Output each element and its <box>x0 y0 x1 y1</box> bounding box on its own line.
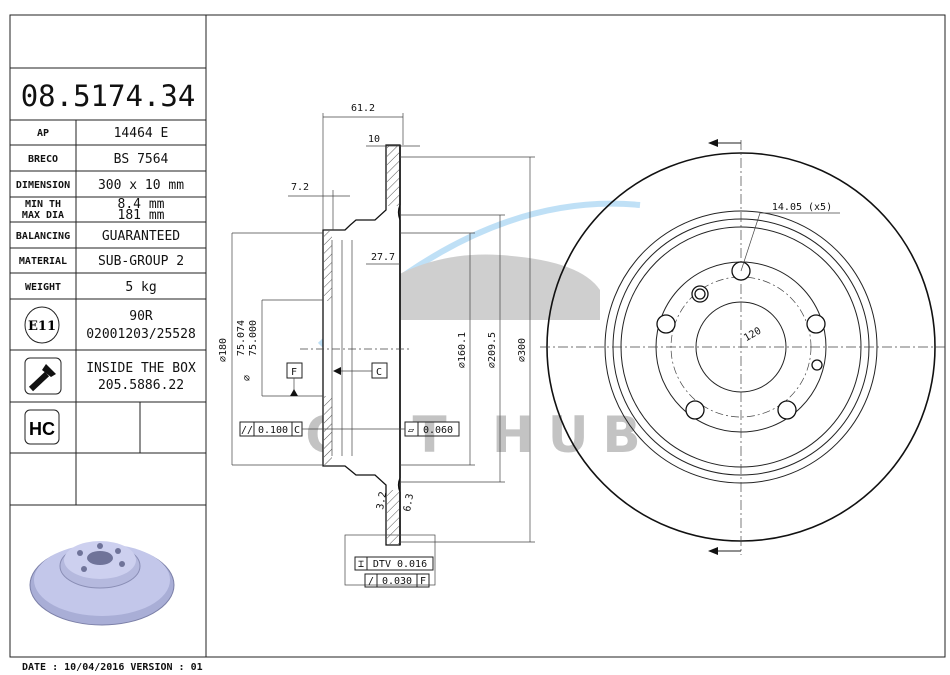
value-max-dia: 181 mm <box>118 208 165 223</box>
dim-hat-depth: 27.7 <box>371 252 395 263</box>
datum-f: F <box>291 367 297 378</box>
label-max-dia: MAX DIA <box>22 210 64 221</box>
svg-text:⌶: ⌶ <box>358 559 364 570</box>
svg-text:HC: HC <box>29 419 55 439</box>
roughness-right: 6.3 <box>402 493 416 513</box>
pcd-label: 120 <box>742 326 763 345</box>
dim-overall-width: 61.2 <box>351 103 375 114</box>
dim-d160: ⌀160.1 <box>457 332 468 368</box>
side-section-view: 61.2 10 7.2 27.7 ⌀180 75.074 75.000 ⌀ F … <box>218 103 535 588</box>
svg-text:E11: E11 <box>28 319 56 334</box>
dim-flange: 7.2 <box>291 182 309 193</box>
svg-text:▱: ▱ <box>408 425 414 436</box>
svg-text:/: / <box>368 576 374 587</box>
dim-d180: ⌀180 <box>218 338 229 362</box>
label-material: MATERIAL <box>19 256 67 267</box>
datum-c: C <box>376 367 382 378</box>
part-number: 08.5174.34 <box>21 79 196 113</box>
dim-bore-symbol: ⌀ <box>242 375 253 381</box>
dim-thickness: 10 <box>368 134 380 145</box>
svg-text://: // <box>241 425 253 436</box>
screw-part-number: 205.5886.22 <box>98 378 184 393</box>
value-weight: 5 kg <box>125 280 156 295</box>
value-material: SUB-GROUP 2 <box>98 254 184 269</box>
parallelism-datum: C <box>294 425 300 436</box>
sheet-border <box>9 14 946 658</box>
e11-approval-icon: E11 <box>24 306 60 344</box>
bolt-holes-label: 14.05 (x5) <box>772 202 832 213</box>
value-ap: 14464 E <box>114 126 169 141</box>
label-breco: BRECO <box>28 154 58 165</box>
runout-tolerance: 0.030 <box>382 576 412 587</box>
brake-disc-render <box>29 541 175 626</box>
roughness-left: 3.2 <box>375 491 389 511</box>
front-view: 14.05 (x5) 120 <box>540 139 945 555</box>
label-balancing: BALANCING <box>16 231 70 242</box>
dtv-tolerance: DTV 0.016 <box>373 559 427 570</box>
screw-icon <box>24 357 62 395</box>
value-min-th: 8.4 mm <box>118 197 165 212</box>
parallelism-tolerance: 0.100 <box>258 425 288 436</box>
dim-bore-max: 75.074 <box>236 320 247 356</box>
label-dimension: DIMENSION <box>16 180 70 191</box>
value-balancing: GUARANTEED <box>102 229 180 244</box>
label-ap: AP <box>37 128 49 139</box>
flatness-tolerance: 0.060 <box>423 425 453 436</box>
dim-bore-min: 75.000 <box>248 320 259 356</box>
e11-approval-number: 02001203/25528 <box>86 327 196 342</box>
e11-regulation: 90R <box>129 309 153 324</box>
hc-icon: HC <box>24 409 60 445</box>
label-min-th: MIN TH <box>25 199 61 210</box>
value-dimension: 300 x 10 mm <box>98 178 184 193</box>
dim-d209: ⌀209.5 <box>487 332 498 368</box>
dim-d300: ⌀300 <box>517 338 528 362</box>
screw-note: INSIDE THE BOX <box>86 361 196 376</box>
runout-datum: F <box>420 576 426 587</box>
date-version: DATE : 10/04/2016 VERSION : 01 <box>22 662 203 673</box>
value-breco: BS 7564 <box>114 152 169 167</box>
label-weight: WEIGHT <box>25 282 61 293</box>
